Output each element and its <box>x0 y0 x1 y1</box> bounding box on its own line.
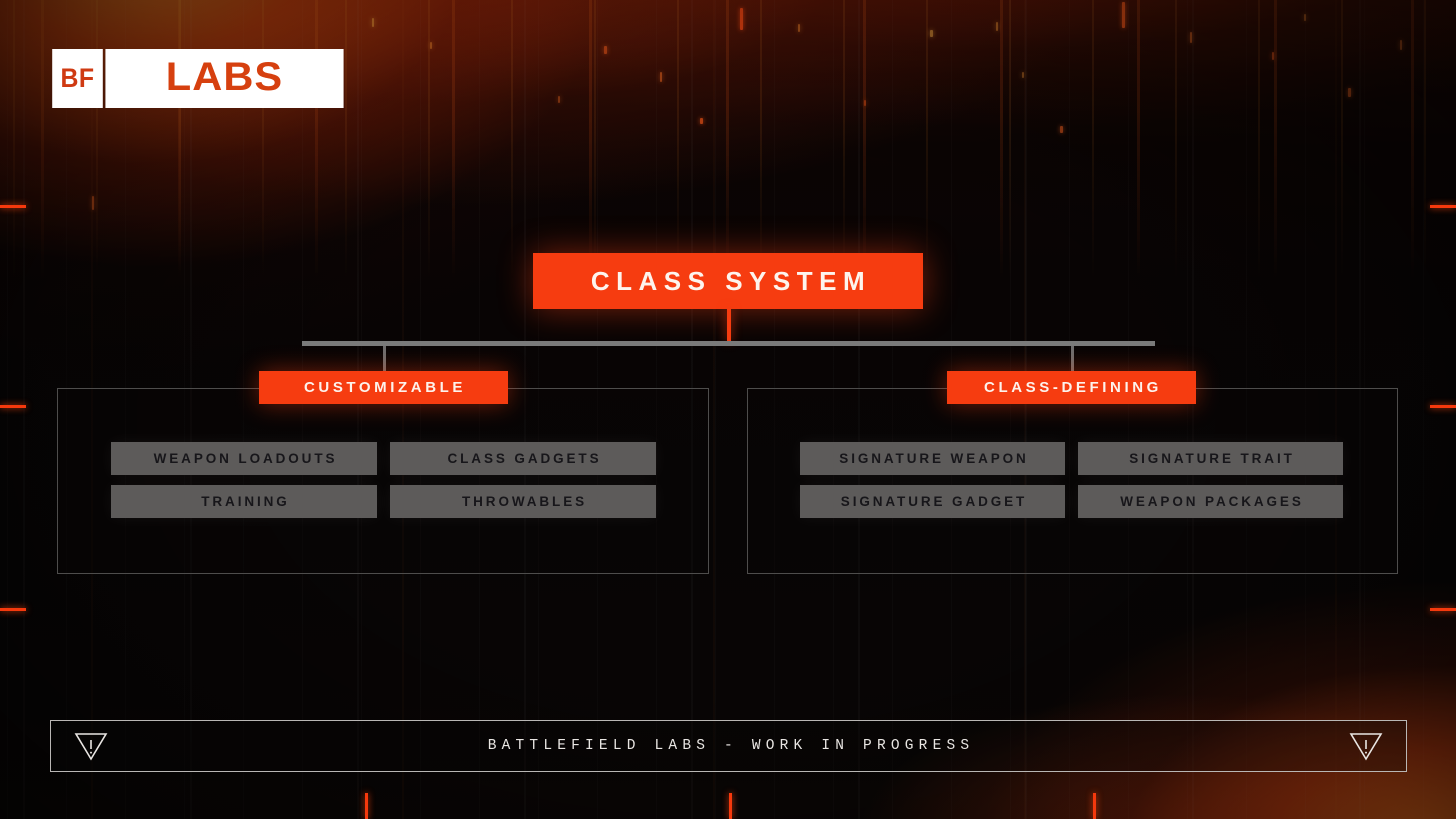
edge-tick <box>365 793 368 819</box>
ember-particle <box>1122 2 1125 28</box>
chip-label: CLASS GADGETS <box>447 451 602 466</box>
ember-particle <box>1304 14 1306 21</box>
ember-particle <box>604 46 607 54</box>
edge-tick <box>0 608 26 611</box>
panel-class-defining <box>747 388 1398 574</box>
category-tag-class-defining[interactable]: CLASS-DEFINING <box>947 371 1196 404</box>
connector-horizontal-bar <box>302 341 1155 346</box>
category-tag-label: CLASS-DEFINING <box>984 379 1162 396</box>
ember-particle <box>1060 126 1063 133</box>
chip-label: WEAPON LOADOUTS <box>153 451 338 466</box>
chip-item[interactable]: WEAPON LOADOUTS <box>111 442 377 475</box>
ember-particle <box>1022 72 1024 78</box>
chip-label: SIGNATURE GADGET <box>840 494 1028 509</box>
ember-particle <box>92 196 94 210</box>
connector-stem-title <box>727 309 731 342</box>
chip-label: TRAINING <box>201 494 290 509</box>
edge-tick <box>1093 793 1096 819</box>
chip-label: THROWABLES <box>462 494 587 509</box>
chip-item[interactable]: TRAINING <box>111 485 377 518</box>
chip-item[interactable]: SIGNATURE WEAPON <box>800 442 1065 475</box>
ember-particle <box>372 18 374 27</box>
edge-tick <box>0 405 26 408</box>
bf-labs-logo: BF LABS <box>50 49 344 108</box>
ember-particle <box>660 72 662 82</box>
warning-triangle-icon <box>74 733 108 761</box>
ember-particle <box>430 42 432 49</box>
connector-drop-right <box>1071 346 1074 379</box>
page-title: CLASS SYSTEM <box>533 253 923 309</box>
page-title-label: CLASS SYSTEM <box>590 265 872 296</box>
panel-customizable <box>57 388 709 574</box>
ember-particle <box>1400 40 1402 50</box>
chip-label: SIGNATURE WEAPON <box>839 451 1029 466</box>
footer-text: BATTLEFIELD LABS - WORK IN PROGRESS <box>487 738 975 754</box>
chip-label: WEAPON PACKAGES <box>1120 494 1304 509</box>
chip-item[interactable]: CLASS GADGETS <box>390 442 656 475</box>
ember-particle <box>798 24 800 32</box>
chip-item[interactable]: WEAPON PACKAGES <box>1078 485 1343 518</box>
ember-particle <box>864 100 866 106</box>
ember-particle <box>1348 88 1351 97</box>
warning-triangle-icon <box>1349 733 1383 761</box>
logo-labs-mark: LABS <box>105 49 344 108</box>
edge-tick <box>0 205 26 208</box>
ember-particle <box>996 22 998 31</box>
footer-banner: BATTLEFIELD LABS - WORK IN PROGRESS <box>50 720 1407 772</box>
ember-particle <box>1272 52 1274 60</box>
chip-group-class-defining: SIGNATURE WEAPON SIGNATURE TRAIT SIGNATU… <box>800 442 1343 518</box>
ember-particle <box>740 8 743 30</box>
ember-particle <box>700 118 703 124</box>
edge-tick <box>1430 608 1456 611</box>
edge-tick <box>729 793 732 819</box>
connector-drop-left <box>383 346 386 379</box>
logo-bf-mark: BF <box>52 49 103 108</box>
ember-particle <box>930 30 933 37</box>
chip-label: SIGNATURE TRAIT <box>1129 451 1295 466</box>
chip-item[interactable]: SIGNATURE TRAIT <box>1078 442 1343 475</box>
edge-tick <box>1430 205 1456 208</box>
category-tag-label: CUSTOMIZABLE <box>303 379 467 396</box>
chip-item[interactable]: SIGNATURE GADGET <box>800 485 1065 518</box>
ember-particle <box>1190 32 1192 43</box>
ember-particle <box>558 96 560 103</box>
chip-group-customizable: WEAPON LOADOUTS CLASS GADGETS TRAINING T… <box>111 442 656 518</box>
category-tag-customizable[interactable]: CUSTOMIZABLE <box>259 371 508 404</box>
chip-item[interactable]: THROWABLES <box>390 485 656 518</box>
edge-tick <box>1430 405 1456 408</box>
